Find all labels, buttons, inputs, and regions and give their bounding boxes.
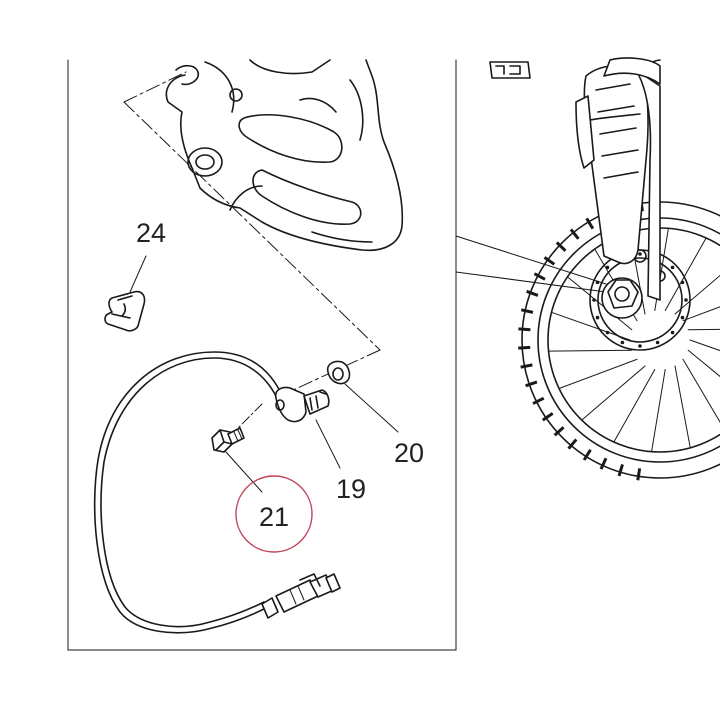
- spacer-part-20: [326, 360, 351, 385]
- wheel-spoke: [548, 349, 633, 352]
- tyre-tread: [543, 256, 556, 266]
- disc-hole: [684, 298, 688, 302]
- disc-hole: [670, 330, 675, 335]
- tyre-tread: [520, 308, 534, 314]
- wheel-spoke: [613, 369, 656, 443]
- tyre-tread: [617, 464, 624, 477]
- tyre-tread: [532, 396, 545, 405]
- tyre-tread: [585, 217, 595, 230]
- tyre-tread: [567, 438, 578, 450]
- disc-hole: [620, 340, 625, 345]
- disc-hole: [680, 315, 685, 320]
- wheel-spoke: [689, 339, 720, 352]
- tyre-tread: [599, 457, 608, 470]
- wheel-spoke: [558, 358, 638, 390]
- wheel-spoke: [651, 369, 666, 453]
- tyre-tread: [520, 363, 533, 369]
- disc-hole: [655, 340, 660, 345]
- tyre-tread: [526, 289, 539, 297]
- detail-frame: [67, 59, 457, 651]
- tyre-tread: [541, 412, 554, 422]
- disc-hole: [605, 265, 610, 270]
- wheel-spoke: [664, 237, 707, 311]
- sensor-head-part-19: [274, 386, 330, 423]
- wheel-spoke: [687, 328, 720, 331]
- wheel-spoke: [567, 276, 633, 331]
- tyre-tread: [518, 327, 531, 332]
- leader-lines: [129, 255, 399, 493]
- disc-hole: [670, 265, 675, 270]
- tyre-tread: [569, 228, 580, 240]
- tyre-tread: [533, 272, 546, 281]
- pointer-lines: [455, 235, 607, 293]
- disc-hole: [595, 280, 600, 285]
- wheel-spoke: [674, 365, 691, 449]
- callout-19: 19: [336, 474, 366, 504]
- tyre-tread: [636, 468, 642, 481]
- wheel-spoke: [682, 306, 720, 322]
- motorcycle-front-wheel: [489, 57, 720, 481]
- disc-hole: [592, 298, 596, 302]
- cable-connector: [261, 573, 341, 619]
- tyre-tread: [518, 345, 531, 350]
- caliper-bracket: [165, 59, 404, 252]
- disc-hole: [605, 330, 610, 335]
- disc-hole: [595, 315, 600, 320]
- clip-part-24: [104, 290, 146, 332]
- wheel-spoke: [674, 274, 720, 315]
- tyre-tread: [555, 241, 567, 252]
- bolt-part-21: [211, 427, 245, 453]
- wheel-spoke: [682, 358, 720, 423]
- wheel-spoke: [687, 349, 720, 378]
- callout-24: 24: [136, 218, 166, 248]
- disc-hole: [638, 344, 642, 348]
- callout-21: 21: [259, 502, 289, 532]
- tyre-tread: [525, 380, 538, 388]
- tyre-tread: [582, 449, 592, 461]
- tyre-tread: [553, 426, 565, 437]
- disc-hole: [638, 252, 642, 256]
- callout-20: 20: [394, 438, 424, 468]
- wheel-spoke: [581, 365, 646, 421]
- disc-hole: [680, 280, 685, 285]
- highlight-circle: [235, 475, 313, 553]
- sensor-cable: [93, 351, 283, 634]
